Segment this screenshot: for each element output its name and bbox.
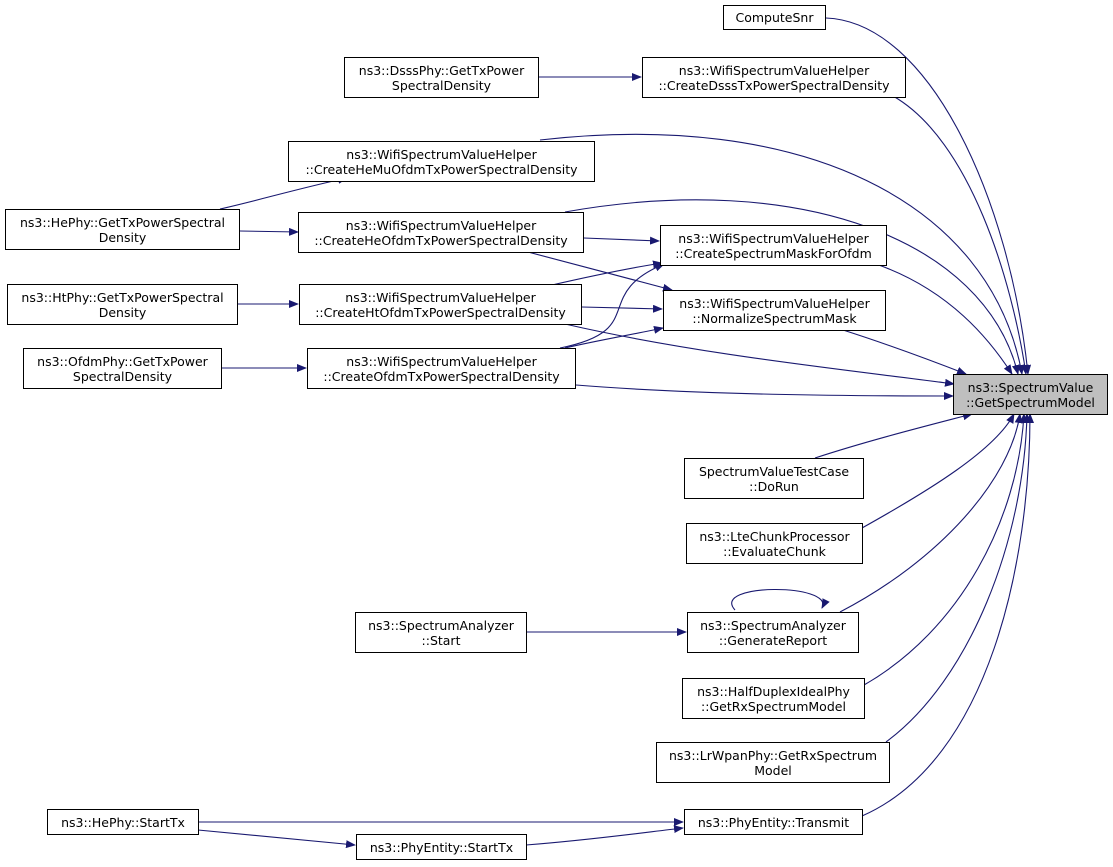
- edge-createht-normalize: [581, 304, 663, 313]
- node-line: ns3::WifiSpectrumValueHelper: [678, 62, 870, 78]
- edge-transmit-target: [861, 413, 1034, 817]
- node-ofdmphy-gettxpower[interactable]: ns3::OfdmPhy::GetTxPower SpectralDensity: [23, 348, 222, 389]
- edge-hetx-createheofdm: [239, 227, 299, 236]
- edge-lte-target: [861, 413, 1015, 529]
- node-line: ns3::SpectrumValue: [967, 379, 1094, 395]
- node-line: ns3::HalfDuplexIdealPhy: [697, 683, 850, 699]
- node-line: ::GetRxSpectrumModel: [701, 698, 846, 714]
- node-line: ns3::PhyEntity::StartTx: [369, 839, 514, 855]
- edge-createht-createmask: [551, 260, 663, 286]
- edge-createdsss-target: [892, 95, 1029, 375]
- node-line: ::DoRun: [749, 478, 799, 494]
- edge-hetx-createhemu: [219, 175, 348, 210]
- node-line: ns3::LrWpanPhy::GetRxSpectrum: [668, 747, 878, 763]
- node-line: ::EvaluateChunk: [723, 543, 826, 559]
- node-line: ns3::LteChunkProcessor: [699, 528, 850, 544]
- edge-createofdm-normalize: [564, 325, 664, 349]
- node-lrwpanphy-getrxspectrummodel[interactable]: ns3::LrWpanPhy::GetRxSpectrum Model: [656, 742, 890, 783]
- node-spectrumvalue-getspectrummodel: ns3::SpectrumValue ::GetSpectrumModel: [953, 374, 1108, 415]
- edge-hestarttx-phystarttx: [197, 829, 356, 849]
- edge-createofdm-target: [575, 384, 954, 400]
- node-line: ::CreateHeOfdmTxPowerSpectralDensity: [314, 232, 568, 248]
- node-line: ComputeSnr: [735, 10, 814, 25]
- edge-hdip-target: [863, 413, 1028, 686]
- node-line: ns3::HePhy::StartTx: [61, 814, 185, 830]
- node-line: ::Start: [421, 632, 461, 648]
- node-createheofdmtxpower[interactable]: ns3::WifiSpectrumValueHelper ::CreateHeO…: [298, 212, 584, 253]
- node-createofdmtxpower[interactable]: ns3::WifiSpectrumValueHelper ::CreateOfd…: [307, 348, 576, 389]
- node-normalizespectrummask[interactable]: ns3::WifiSpectrumValueHelper ::Normalize…: [663, 290, 886, 331]
- edge-createheofdm-normalize: [527, 251, 673, 292]
- edge-svtc-target: [814, 412, 973, 459]
- node-line: ns3::WifiSpectrumValueHelper: [345, 217, 537, 233]
- node-line: ns3::SpectrumAnalyzer: [700, 617, 846, 633]
- node-line: ns3::WifiSpectrumValueHelper: [679, 295, 870, 311]
- node-line: ::GenerateReport: [718, 632, 828, 648]
- node-ltechunkprocessor-evaluatechunk[interactable]: ns3::LteChunkProcessor ::EvaluateChunk: [686, 523, 863, 564]
- node-line: ns3::HePhy::GetTxPowerSpectral: [20, 214, 225, 230]
- edge-lrwpan-target: [885, 413, 1031, 743]
- node-line: ::CreateHtOfdmTxPowerSpectralDensity: [315, 304, 566, 320]
- node-line: ::GetSpectrumModel: [966, 394, 1095, 410]
- node-createhtofdmtxpower[interactable]: ns3::WifiSpectrumValueHelper ::CreateHtO…: [299, 284, 582, 325]
- node-line: ::CreateDsssTxPowerSpectralDensity: [658, 77, 890, 93]
- node-line: Density: [98, 229, 147, 245]
- node-line: ::NormalizeSpectrumMask: [692, 310, 857, 326]
- edge-createheofdm-createmask: [583, 236, 660, 245]
- node-line: ns3::PhyEntity::Transmit: [697, 814, 850, 830]
- node-dsssphy-gettxpower[interactable]: ns3::DsssPhy::GetTxPower SpectralDensity: [344, 57, 539, 98]
- node-htphy-gettxpower[interactable]: ns3::HtPhy::GetTxPowerSpectral Density: [7, 284, 238, 325]
- node-createhemuofdmtxpower[interactable]: ns3::WifiSpectrumValueHelper ::CreateHeM…: [288, 141, 595, 182]
- node-createdssstxpower[interactable]: ns3::WifiSpectrumValueHelper ::CreateDss…: [642, 57, 906, 98]
- node-line: Model: [754, 762, 792, 778]
- edge-createmask-target: [875, 263, 1013, 375]
- node-phyentity-transmit[interactable]: ns3::PhyEntity::Transmit: [684, 809, 863, 835]
- edge-createofdm-createmask: [559, 263, 665, 349]
- node-spectrumvaluetestcase-dorun[interactable]: SpectrumValueTestCase ::DoRun: [684, 458, 864, 499]
- node-hephy-gettxpower[interactable]: ns3::HePhy::GetTxPowerSpectral Density: [5, 209, 240, 250]
- node-halfduplexidealphy-getrxspectrummodel[interactable]: ns3::HalfDuplexIdealPhy ::GetRxSpectrumM…: [682, 678, 865, 719]
- node-computesnr[interactable]: ComputeSnr: [723, 5, 826, 30]
- edge-computesnr-target: [825, 17, 1032, 375]
- node-hephy-starttx[interactable]: ns3::HePhy::StartTx: [47, 809, 199, 835]
- edge-createhemu-target: [539, 133, 1025, 375]
- node-line: ns3::SpectrumAnalyzer: [368, 617, 514, 633]
- edge-normalize-target: [842, 329, 967, 375]
- edge-sareport-target: [839, 413, 1023, 613]
- node-line: ns3::WifiSpectrumValueHelper: [346, 353, 537, 369]
- node-createspectrummaskforofdm[interactable]: ns3::WifiSpectrumValueHelper ::CreateSpe…: [660, 225, 887, 266]
- edge-sareport-self: [731, 588, 830, 611]
- node-line: Density: [98, 304, 147, 320]
- node-line: ns3::HtPhy::GetTxPowerSpectral: [21, 289, 224, 305]
- node-line: ns3::DsssPhy::GetTxPower: [358, 62, 525, 78]
- node-spectrumanalyzer-start[interactable]: ns3::SpectrumAnalyzer ::Start: [355, 612, 527, 653]
- node-line: ns3::OfdmPhy::GetTxPower: [37, 353, 208, 369]
- node-spectrumanalyzer-generatereport[interactable]: ns3::SpectrumAnalyzer ::GenerateReport: [687, 612, 859, 653]
- edge-phystarttx-transmit: [525, 825, 684, 846]
- node-phyentity-starttx[interactable]: ns3::PhyEntity::StartTx: [356, 834, 527, 860]
- node-line: SpectralDensity: [391, 77, 492, 93]
- node-line: ::CreateSpectrumMaskForOfdm: [675, 245, 872, 261]
- node-line: SpectralDensity: [72, 368, 173, 384]
- node-line: ns3::WifiSpectrumValueHelper: [346, 146, 537, 162]
- node-line: ns3::WifiSpectrumValueHelper: [345, 289, 536, 305]
- edge-createht-target: [564, 323, 955, 387]
- node-line: ::CreateHeMuOfdmTxPowerSpectralDensity: [305, 161, 578, 177]
- node-line: ::CreateOfdmTxPowerSpectralDensity: [323, 368, 560, 384]
- node-line: SpectrumValueTestCase: [698, 463, 850, 479]
- node-line: ns3::WifiSpectrumValueHelper: [678, 230, 869, 246]
